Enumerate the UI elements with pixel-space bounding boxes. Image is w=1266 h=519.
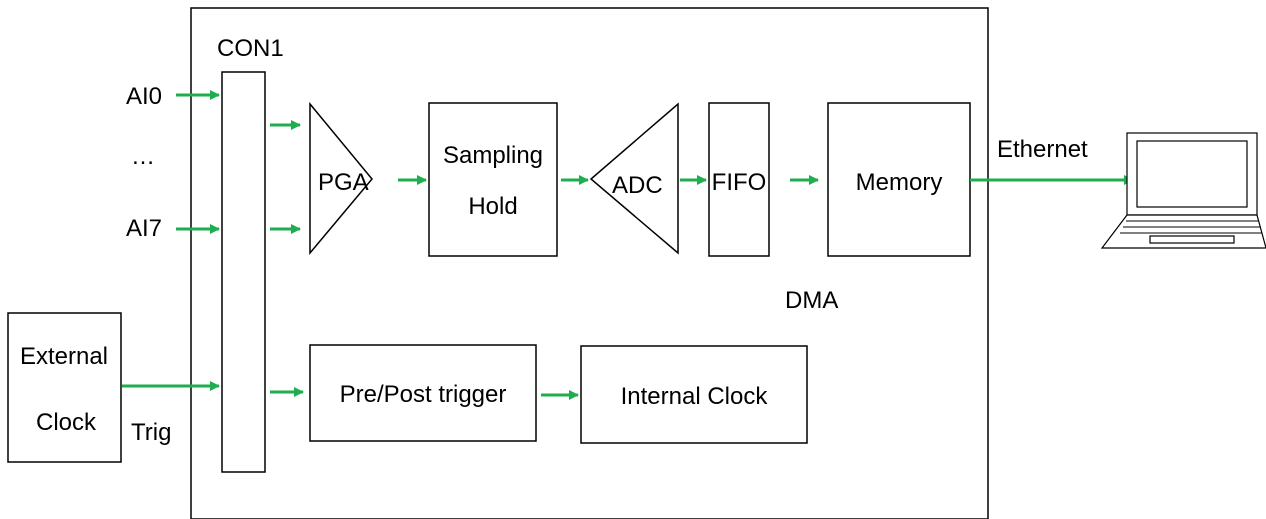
- memory-label: Memory: [856, 169, 943, 196]
- adc-label: ADC: [612, 172, 663, 199]
- sampling-hold-box: [428, 102, 558, 257]
- ai0-label: AI0: [126, 83, 162, 110]
- pre-post-trigger-box: [309, 344, 537, 442]
- dma-label: DMA: [785, 287, 838, 314]
- signal-arrows: [122, 90, 1134, 400]
- external-clock-line2: Clock: [36, 409, 97, 436]
- internal-clock-label: Internal Clock: [621, 383, 769, 410]
- sampling-hold-line1: Sampling: [443, 142, 543, 169]
- con1-label: CON1: [217, 35, 284, 62]
- pga-label: PGA: [318, 169, 369, 196]
- pre-post-trigger-label: Pre/Post trigger: [340, 381, 507, 408]
- external-clock-box: [7, 312, 122, 463]
- trig-label: Trig: [131, 419, 171, 446]
- pga-amplifier: [309, 101, 373, 256]
- fifo-label: FIFO: [712, 169, 767, 196]
- sampling-hold-line2: Hold: [468, 193, 517, 220]
- ethernet-label: Ethernet: [997, 136, 1088, 163]
- ellipsis-label: …: [131, 143, 155, 170]
- fifo-box: [708, 102, 770, 257]
- ai7-label: AI7: [126, 215, 162, 242]
- con1-connector: [221, 71, 266, 473]
- laptop-touchpad: [1149, 235, 1235, 244]
- laptop-icon: [1100, 132, 1266, 249]
- adc-converter: [589, 102, 679, 255]
- external-clock-line1: External: [20, 343, 108, 370]
- device-frame: [190, 7, 989, 519]
- internal-clock-box: [580, 345, 808, 444]
- memory-box: [827, 102, 971, 257]
- laptop-screen-inner: [1136, 140, 1248, 208]
